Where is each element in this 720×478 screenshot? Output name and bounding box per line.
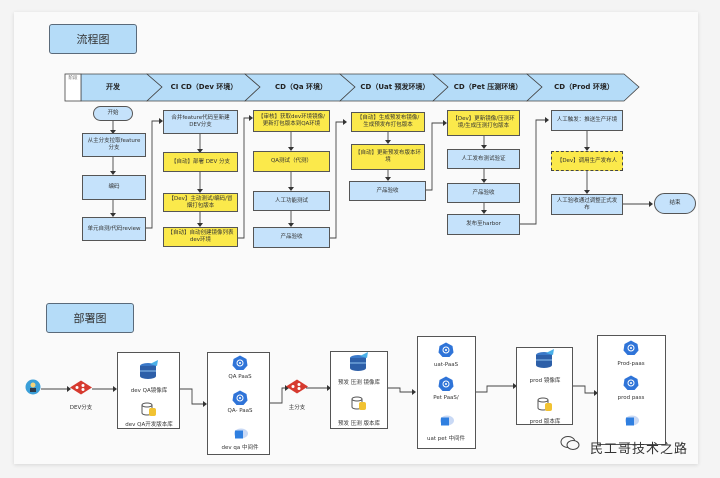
flow-step: 产品验收 xyxy=(447,183,520,203)
flow-step: 发布至harbor xyxy=(447,214,520,235)
flow-title: 流程图 xyxy=(49,24,137,54)
deploy-item-label: QA PaaS xyxy=(228,374,252,380)
phase-pet: CD（Pet 压测环境） xyxy=(453,83,523,91)
flow-step: QA测试（代测） xyxy=(253,151,330,172)
flow-step: 人工发布测试验证 xyxy=(447,149,520,169)
database-icon xyxy=(141,401,157,421)
image-registry-icon xyxy=(534,348,556,374)
phase-uat: CD（Uat 预发环境） xyxy=(360,83,430,91)
deploy-item-label: uat pet 中间件 xyxy=(426,436,466,442)
stage-cell xyxy=(64,73,82,102)
deploy-item-label: prod pass xyxy=(617,395,645,401)
kubernetes-icon xyxy=(623,340,639,360)
flow-step: 【审核】获取dev环境镜像/更新打包版本到QA环境 xyxy=(253,110,330,132)
deploy-item-label: prod 版本库 xyxy=(529,419,561,425)
flow-step: 从主分支拉取feature分支 xyxy=(82,133,146,157)
phase-prod: CD（Prod 环境） xyxy=(554,83,614,91)
deploy-item-label: dev QA镜像库 xyxy=(130,388,168,394)
phase-arrow-prod xyxy=(525,73,640,102)
database-icon xyxy=(351,395,367,415)
phase-qa: CD（Qa 环境） xyxy=(274,83,328,91)
deploy-item-label: dev qa 中间件 xyxy=(221,445,259,451)
main-branch-label: 主分支 xyxy=(288,405,306,411)
flow-step: 人工验收通过调整正式发布 xyxy=(551,194,623,215)
deploy-item-label: Pet PaaS/ xyxy=(433,395,459,401)
stage-label: 阶段 xyxy=(68,76,78,81)
flow-step: 【自动】生成预发布镜像/生成预发布打包版本 xyxy=(351,112,425,132)
developer-avatar-icon xyxy=(25,379,41,399)
flow-end: 结束 xyxy=(654,193,696,214)
middleware-cloud-icon xyxy=(438,412,454,431)
flow-step: 人工触发：推送生产环境 xyxy=(551,110,623,131)
deploy-item-label: QA- PaaS xyxy=(227,408,253,414)
deploy-item-label: 预发 压测 版本库 xyxy=(338,421,380,427)
watermark-text: 民工哥技术之路 xyxy=(590,442,689,457)
flow-step: 人工功能测试 xyxy=(253,191,330,211)
image-registry-icon xyxy=(138,359,160,385)
flow-step: 【Dev】主动测试/编码/冒烟打包版本 xyxy=(163,193,238,212)
kubernetes-icon xyxy=(623,375,639,395)
flow-start: 开始 xyxy=(93,106,133,121)
git-branch-icon xyxy=(286,379,308,398)
wechat-icon xyxy=(560,435,580,455)
flow-step: 【自动】更新预发布版本环境 xyxy=(351,144,425,170)
flow-step: 【Dev】调用生产发布人 xyxy=(551,151,623,171)
middleware-cloud-icon xyxy=(232,425,248,444)
dev-branch-label: DEV分支 xyxy=(69,405,93,411)
kubernetes-icon xyxy=(438,376,454,396)
flow-step: 产品验收 xyxy=(253,227,330,248)
flow-step: 合并feature代码至新建DEV分支 xyxy=(163,110,238,134)
kubernetes-icon xyxy=(232,390,248,410)
kubernetes-icon xyxy=(232,355,248,375)
phase-dev: 开发 xyxy=(106,83,120,91)
deploy-item-label: prod 镜像库 xyxy=(529,378,561,384)
flow-step: 【Dev】更新镜像/压测环境/生成压测打包版本 xyxy=(447,110,520,136)
kubernetes-icon xyxy=(438,342,454,362)
flow-step: 【自动】部署 DEV 分支 xyxy=(163,152,238,172)
flow-step: 产品验收 xyxy=(349,181,426,201)
image-registry-icon xyxy=(348,351,370,377)
middleware-cloud-icon xyxy=(623,412,639,431)
deploy-item-label: uat-PaaS xyxy=(433,362,459,368)
phase-ci-dev: CI CD（Dev 环境） xyxy=(170,83,238,91)
git-branch-icon xyxy=(70,380,92,399)
deploy-item-label: dev QA开发版本库 xyxy=(125,422,173,428)
flow-step: 【自动】自动创建镜像列表dev环境 xyxy=(163,227,238,247)
database-icon xyxy=(537,396,553,416)
deploy-title: 部署图 xyxy=(46,303,134,333)
flow-step: 编码 xyxy=(82,175,146,200)
deploy-item-label: Prod-paas xyxy=(617,361,645,367)
deploy-item-label: 预发 压测 镜像库 xyxy=(338,380,380,386)
flow-step: 单元自测/代码review xyxy=(82,217,146,241)
